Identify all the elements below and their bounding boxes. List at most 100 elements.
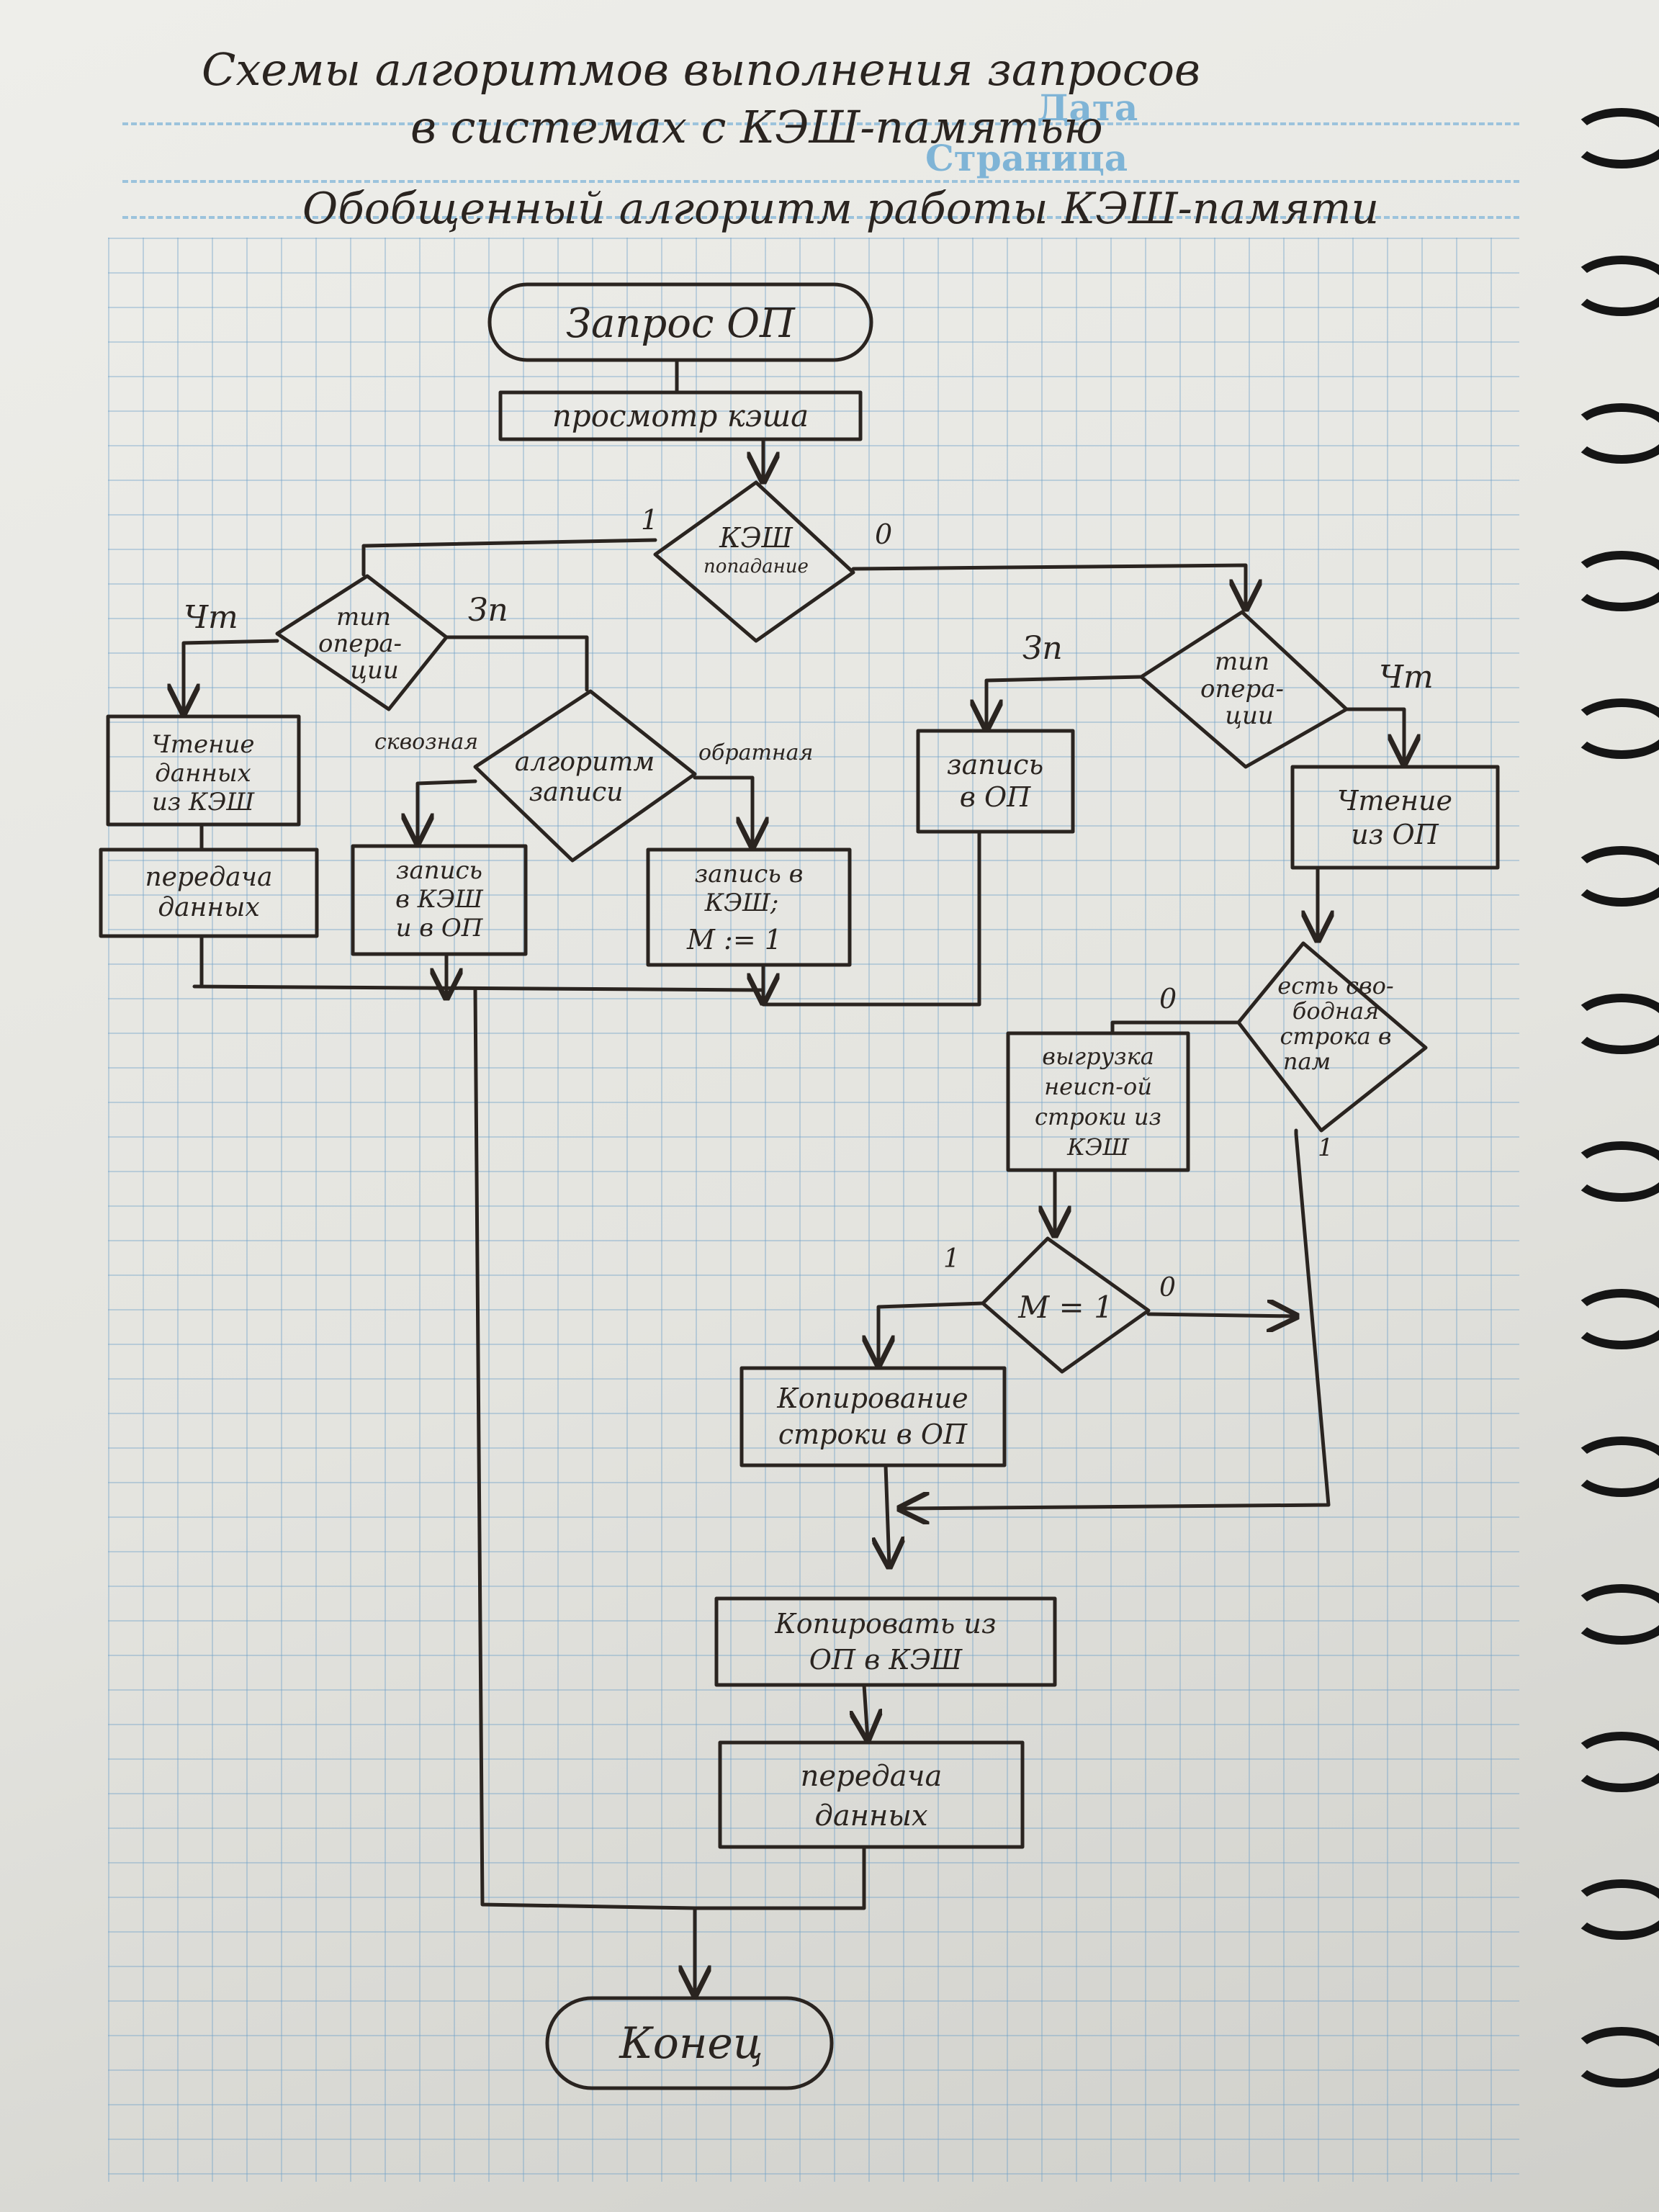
transfer-left-box	[99, 848, 319, 938]
branch-label: 1	[641, 504, 658, 536]
unload-line-label: КЭШ	[1066, 1133, 1130, 1161]
op-type-right-decision	[1139, 610, 1349, 769]
free-line-decision	[1236, 941, 1428, 1133]
unload-line-label: строки из	[1035, 1103, 1161, 1130]
free-line-label: строка в	[1280, 1022, 1392, 1050]
copy-line-label: Копирование	[776, 1382, 968, 1414]
connector	[693, 775, 752, 846]
branch-label: 0	[875, 518, 892, 550]
write-cache-m-label: запись в	[695, 860, 804, 889]
write-algo-label: алгоритм	[515, 747, 655, 777]
connector	[761, 830, 981, 1007]
connector	[1344, 707, 1404, 763]
branch-label: обратная	[698, 740, 813, 765]
branch-label: Чт	[184, 599, 238, 636]
write-cache-op-label: запись	[396, 856, 482, 885]
connector	[900, 1128, 1331, 1509]
write-op-label: запись	[947, 749, 1043, 781]
connector	[1110, 1020, 1241, 1033]
connector	[864, 1683, 868, 1739]
m-check-label: М = 1	[1017, 1290, 1113, 1325]
transfer-data-label: передача	[801, 1760, 943, 1793]
write-cache-m-box	[646, 848, 852, 967]
read-cache-label: данных	[155, 759, 251, 788]
transfer-left-label: передача	[145, 863, 273, 892]
op-type-left-label: опера-	[318, 629, 402, 658]
write-cache-m-label: КЭШ;	[704, 889, 779, 917]
connector	[851, 563, 1246, 608]
write-algo-decision	[473, 689, 697, 863]
op-type-right-label: опера-	[1200, 675, 1284, 703]
grid-paper	[108, 238, 1519, 2182]
dashed-line-middle	[122, 180, 1519, 183]
title-line-1: Схемы алгоритмов выполнения запросов	[202, 43, 1200, 96]
dashed-line-bottom	[122, 216, 1519, 219]
connector	[886, 1463, 889, 1566]
branch-label: Зп	[1022, 630, 1063, 667]
op-type-right-label: ции	[1225, 701, 1274, 730]
copy-op-cache-label: ОП в КЭШ	[809, 1644, 963, 1676]
connector	[184, 639, 279, 713]
diagram-subtitle: Обобщенный алгоритм работы КЭШ-памяти	[302, 184, 1380, 234]
connector	[986, 675, 1143, 729]
connector	[361, 538, 657, 577]
dashed-line-top	[122, 122, 1519, 125]
branch-label: 1	[1318, 1133, 1334, 1162]
connector	[1146, 1314, 1296, 1316]
branch-label: 0	[1159, 1273, 1176, 1303]
op-type-right-label: тип	[1215, 647, 1269, 676]
read-op-box	[1290, 765, 1500, 870]
view-cache-box	[498, 390, 863, 441]
write-cache-op-label: в КЭШ	[395, 885, 484, 914]
spiral-binding	[1563, 86, 1659, 2211]
op-type-left-label: тип	[336, 603, 391, 631]
connector	[473, 988, 697, 1910]
view-cache-label: просмотр кэша	[552, 398, 809, 433]
copy-line-box	[739, 1366, 1007, 1467]
op-type-left-decision	[275, 574, 449, 711]
write-cache-op-label: и в ОП	[396, 914, 484, 943]
m-check-decision	[981, 1236, 1151, 1374]
unload-line-label: неисп-ой	[1044, 1073, 1152, 1100]
printed-date-label: Дата	[1037, 86, 1138, 129]
branch-label: Чт	[1379, 659, 1434, 696]
connector	[444, 635, 589, 692]
read-op-label: Чтение	[1337, 785, 1452, 817]
read-op-label: из ОП	[1351, 819, 1439, 850]
write-op-label: в ОП	[960, 781, 1031, 813]
branch-label: 0	[1159, 983, 1177, 1015]
branch-label: Зп	[468, 592, 508, 629]
end-label: Конец	[619, 2018, 763, 2069]
transfer-data-label: данных	[814, 1799, 927, 1833]
start-label: Запрос ОП	[566, 300, 796, 347]
read-cache-label: из КЭШ	[152, 788, 256, 817]
connector	[695, 1845, 866, 1995]
op-type-left-label: ции	[350, 656, 399, 685]
free-line-label: есть сво-	[1277, 972, 1393, 999]
unload-line-box	[1006, 1031, 1190, 1172]
unload-line-label: выгрузка	[1042, 1043, 1154, 1070]
transfer-left-label: данных	[158, 893, 259, 922]
title-line-2: в системах с КЭШ-памятью	[410, 101, 1103, 153]
branch-label: сквозная	[374, 729, 478, 755]
printed-page-label: Страница	[925, 137, 1128, 179]
free-line-label: пам	[1283, 1048, 1331, 1075]
copy-op-cache-box	[714, 1596, 1057, 1687]
write-cache-op-box	[351, 844, 528, 956]
end-terminal	[545, 1996, 834, 2090]
write-algo-label: записи	[529, 778, 624, 807]
cache-hit-label: КЭШ	[719, 522, 793, 554]
cache-hit-label: попадание	[703, 556, 809, 577]
connector	[878, 1301, 985, 1364]
cache-hit-decision	[653, 480, 855, 643]
write-cache-m-label: М := 1	[686, 924, 782, 956]
copy-op-cache-label: Копировать из	[774, 1608, 996, 1640]
start-terminal	[487, 282, 873, 362]
branch-label: 1	[943, 1244, 960, 1274]
connector	[418, 779, 477, 842]
copy-line-label: строки в ОП	[778, 1419, 968, 1450]
read-cache-label: Чтение	[151, 730, 254, 759]
connector	[192, 984, 765, 992]
